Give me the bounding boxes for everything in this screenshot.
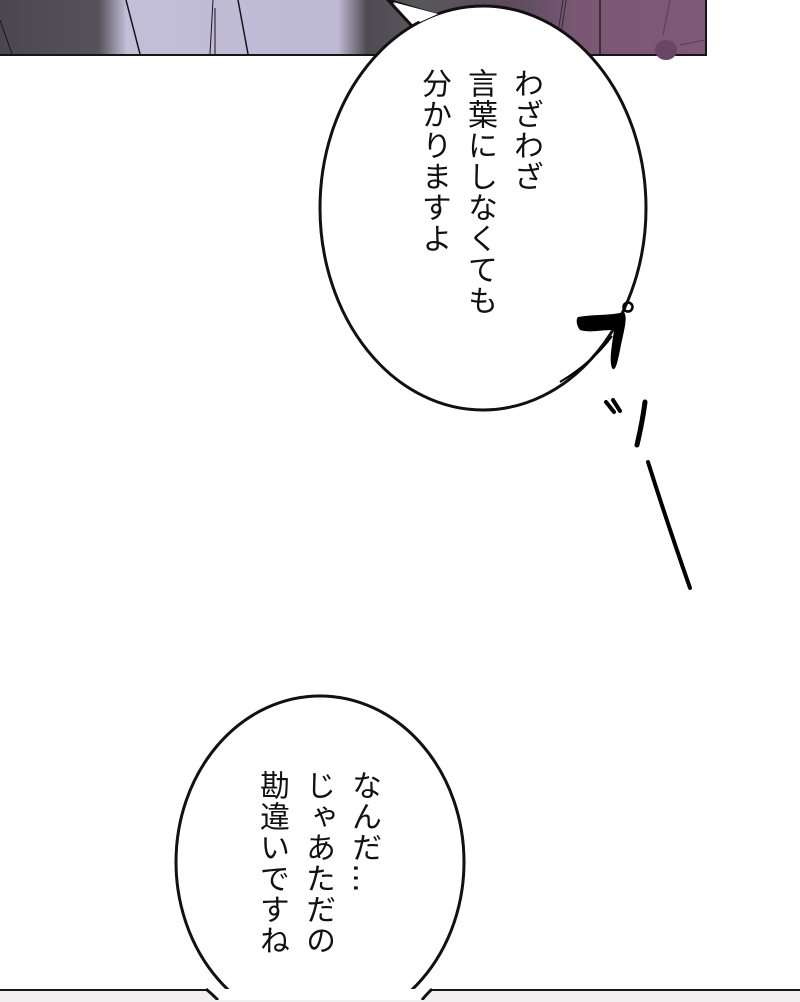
bubble-1-outline [318,4,648,412]
speech-bubble-2-text: なんだ… じゃあただの 勘違いですね [254,770,381,956]
bubble-2-outline [174,694,466,1000]
sfx-pu-tsu [559,301,692,590]
speech-bubble-1-text: わざわざ 言葉にしなくても 分かりますよ [416,68,543,316]
top-panel-details [0,0,706,60]
bottom-panel-edge [0,989,800,1002]
top-illustration-panel [0,0,707,56]
